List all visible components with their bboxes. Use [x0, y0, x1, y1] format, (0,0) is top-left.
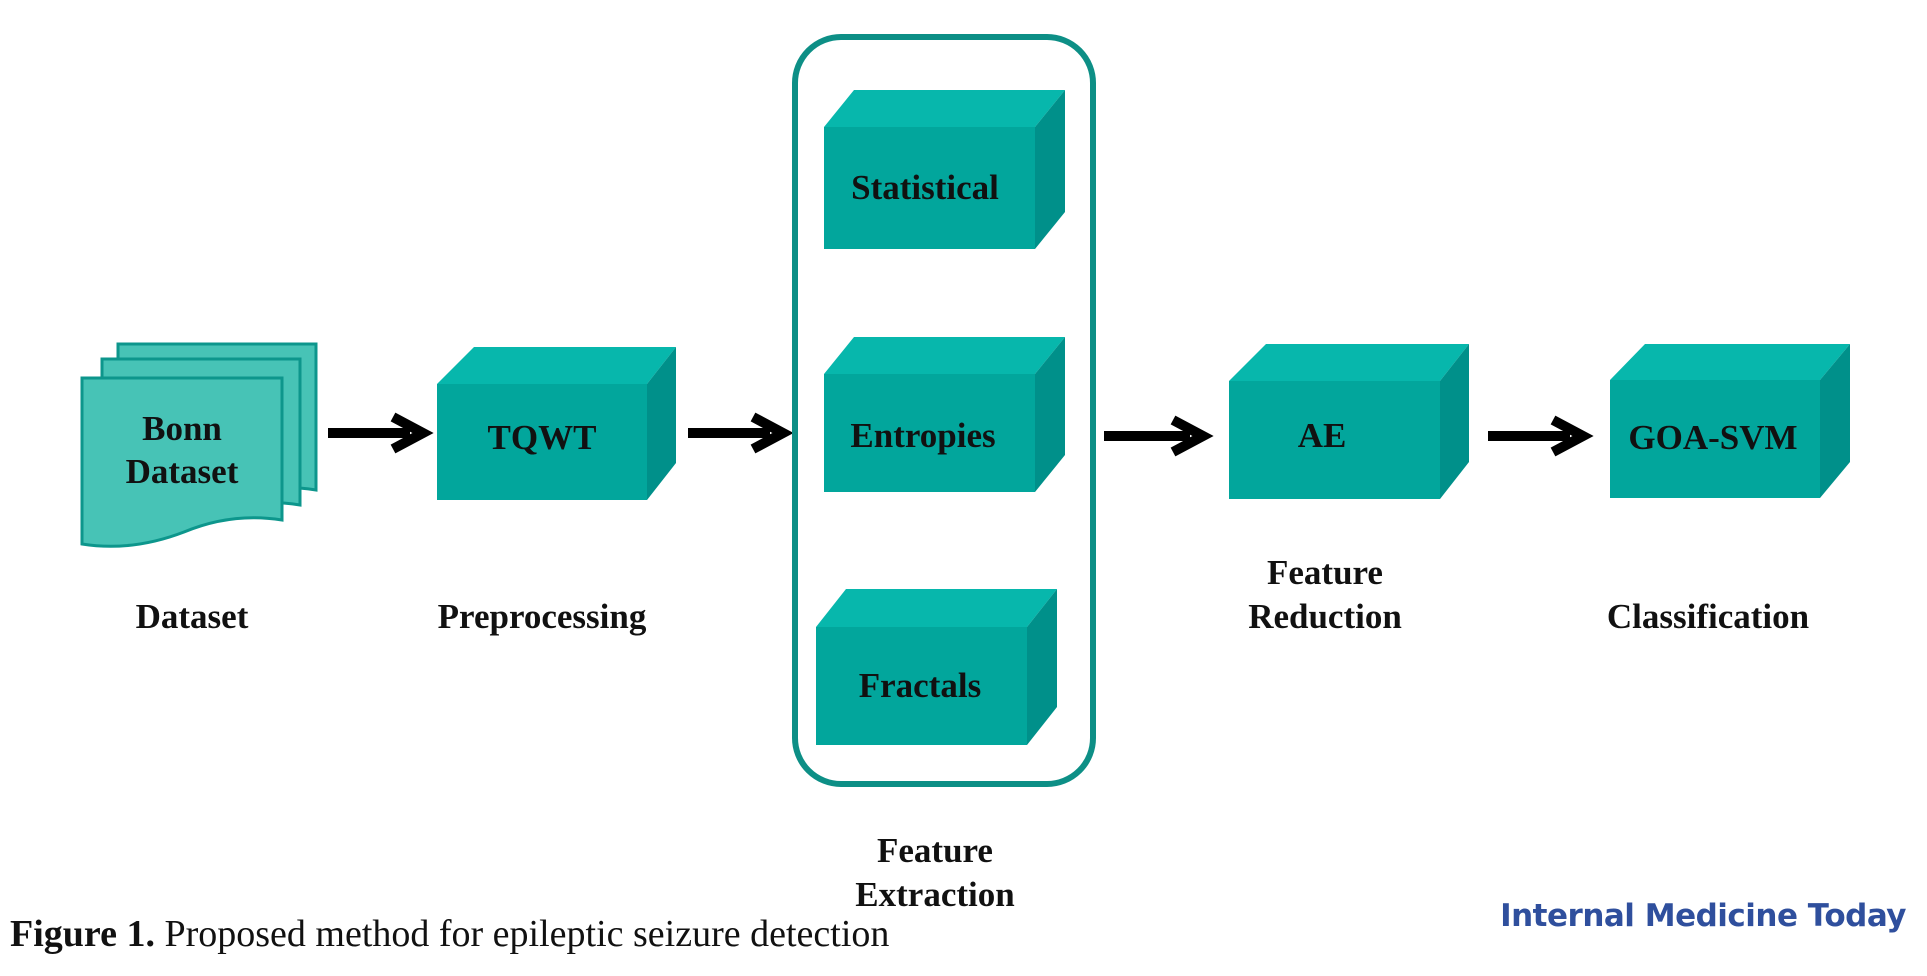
stage-label-feature-extraction-line1: Feature — [877, 831, 993, 870]
dataset-doc-label-line1: Bonn — [142, 409, 222, 448]
arrow-dataset-to-preprocessing — [328, 412, 434, 454]
dataset-doc-label-line2: Dataset — [126, 452, 239, 491]
ae-label: AE — [1298, 416, 1347, 455]
stage-label-preprocessing: Preprocessing — [438, 597, 647, 636]
goa-svm-label: GOA-SVM — [1628, 418, 1797, 457]
statistical-box: Statistical — [824, 90, 1065, 249]
statistical-label: Statistical — [851, 168, 999, 207]
stage-label-classification: Classification — [1607, 597, 1809, 636]
publisher-logo: Internal Medicine Today — [1500, 898, 1906, 934]
dataset-document-stack: Bonn Dataset — [80, 342, 318, 548]
document-front — [80, 376, 284, 548]
stage-label-feature-extraction-line2: Extraction — [855, 875, 1014, 914]
figure-caption: Figure 1. Proposed method for epileptic … — [10, 912, 889, 956]
arrow-preprocessing-to-extraction — [688, 412, 794, 454]
figure-caption-text: Proposed method for epileptic seizure de… — [154, 913, 890, 955]
feature-extraction-group — [792, 34, 1096, 787]
stage-label-dataset: Dataset — [136, 597, 249, 636]
figure-caption-number: Figure 1. — [10, 913, 155, 955]
entropies-box: Entropies — [824, 337, 1065, 492]
arrow-reduction-to-classification — [1488, 415, 1594, 457]
fractals-box: Fractals — [816, 589, 1057, 745]
entropies-label: Entropies — [850, 416, 995, 455]
fractals-label: Fractals — [859, 666, 981, 705]
tqwt-label: TQWT — [488, 418, 597, 457]
stage-label-feature-reduction-line2: Reduction — [1248, 597, 1402, 636]
arrow-extraction-to-reduction — [1104, 415, 1214, 457]
tqwt-box: TQWT — [437, 347, 676, 500]
stage-label-feature-reduction-line1: Feature — [1267, 553, 1383, 592]
ae-box: AE — [1229, 344, 1469, 499]
goa-svm-box: GOA-SVM — [1610, 344, 1850, 498]
